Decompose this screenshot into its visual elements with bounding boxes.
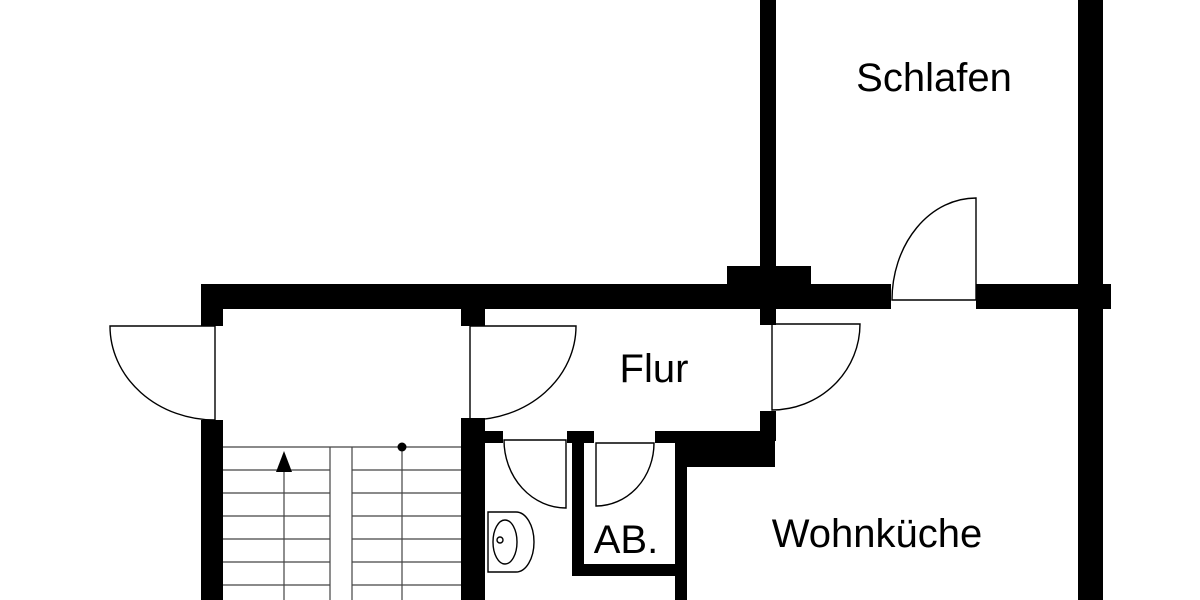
wall-ab-bottom (572, 564, 687, 576)
wall-flur-south-2 (567, 431, 594, 443)
door-swing-ab (595, 442, 655, 507)
wall-stair-left (201, 420, 223, 600)
room-label-abstellraum: AB. (594, 518, 658, 562)
wall-kitchen-block (675, 431, 775, 467)
wall-flur-south-1 (485, 431, 503, 443)
wall-stair-right (461, 418, 485, 600)
washbasin-icon (487, 511, 535, 573)
door-swing-left-inner (469, 325, 577, 421)
room-label-schlafen: Schlafen (856, 56, 1012, 100)
room-label-flur: Flur (620, 347, 689, 391)
wall-stair-right-top (461, 300, 485, 326)
wall-schlafen-right (1078, 0, 1103, 600)
door-swing-flur-east (771, 323, 861, 411)
wall-stair-left-top (201, 284, 223, 326)
room-label-wohnkueche: Wohnküche (772, 512, 983, 556)
room-labels: Schlafen Flur AB. Wohnküche (594, 56, 1012, 562)
wall-ab-right (675, 443, 687, 600)
staircase (223, 442, 461, 600)
stair-start-dot-icon (397, 442, 407, 452)
stair-arrow-up-icon (276, 451, 292, 472)
wall-schlafen-left (760, 0, 776, 325)
door-swing-schlafen (891, 197, 977, 301)
door-swing-wc (503, 439, 567, 509)
door-swing-left (109, 325, 216, 421)
walls (201, 0, 1111, 600)
wall-ab-left (572, 443, 584, 576)
doors (109, 197, 977, 509)
